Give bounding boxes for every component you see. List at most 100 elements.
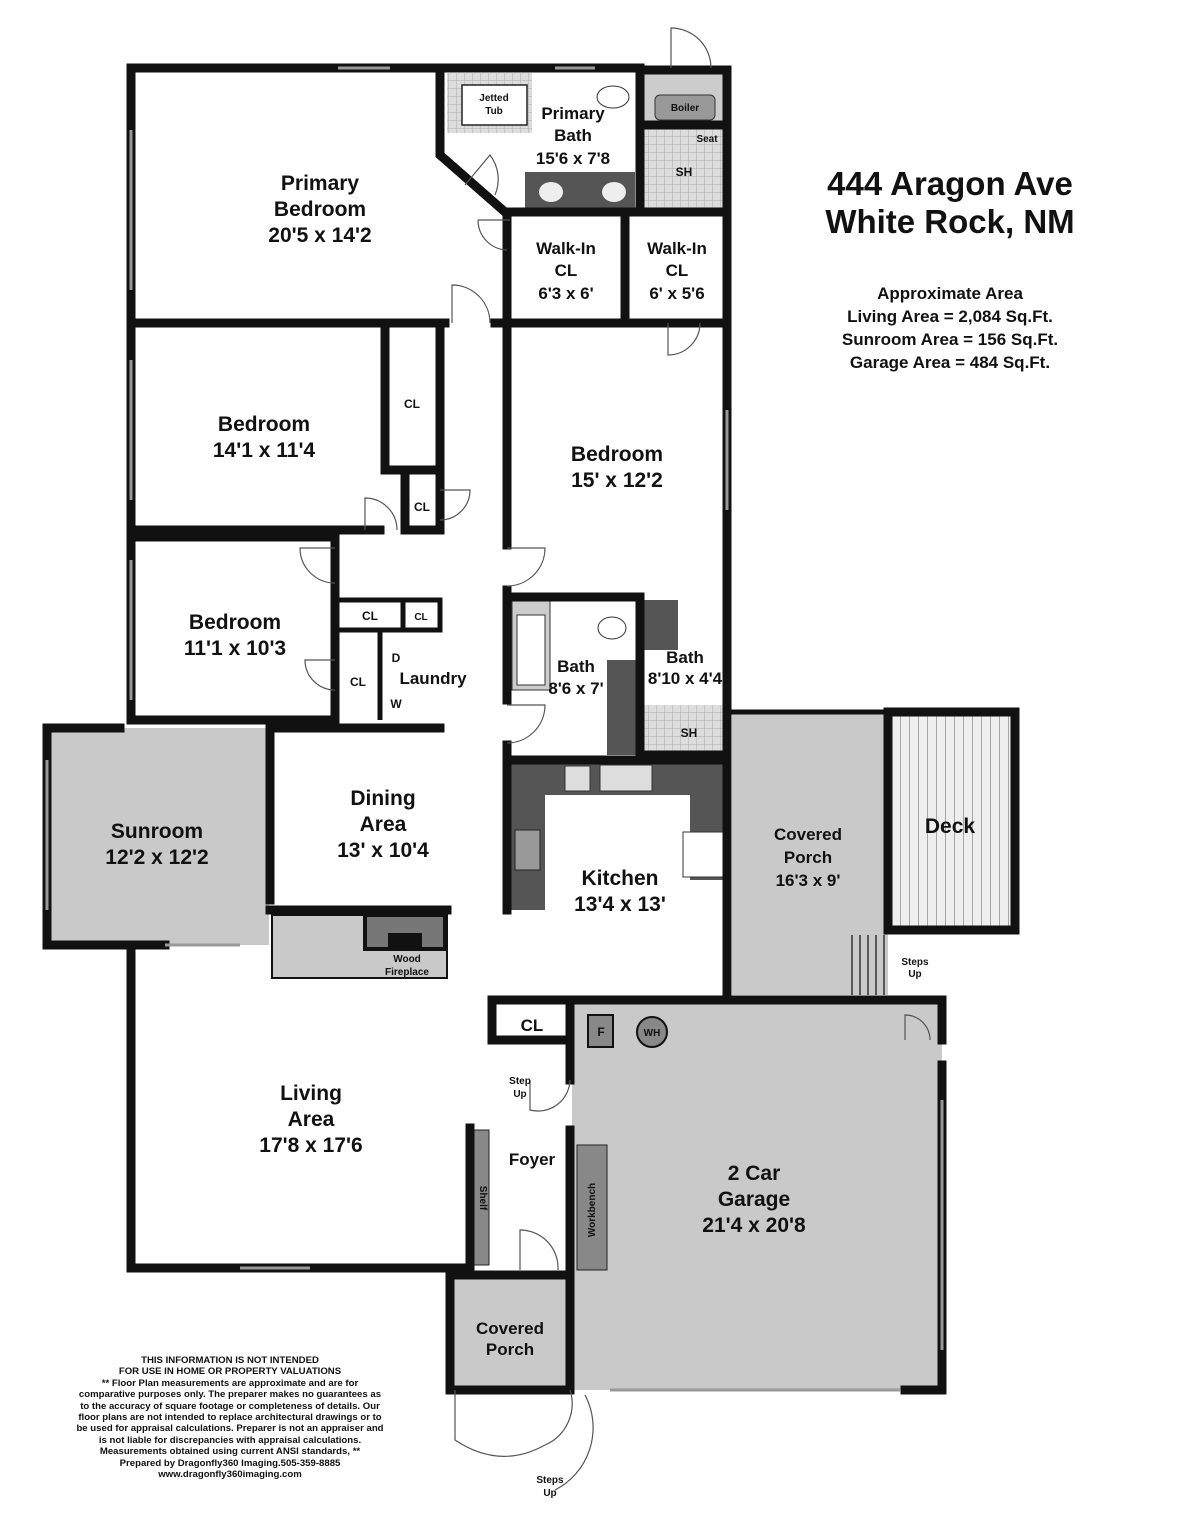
steps bbox=[851, 935, 885, 995]
garage-label: Garage bbox=[718, 1188, 790, 1211]
living-area-label: Living bbox=[280, 1082, 342, 1105]
disclaimer-line: THIS INFORMATION IS NOT INTENDED bbox=[141, 1355, 319, 1366]
water-heater bbox=[636, 1016, 668, 1048]
boiler bbox=[654, 94, 716, 121]
kitchen-sink bbox=[599, 764, 653, 792]
seat-label: Seat bbox=[696, 134, 718, 145]
toilet-icon bbox=[597, 616, 627, 640]
fireplace-label: Fireplace bbox=[385, 967, 429, 978]
sunroom-dims: 12'2 x 12'2 bbox=[105, 846, 208, 869]
disclaimer-line: www.dragonfly360imaging.com bbox=[158, 1469, 302, 1481]
address-line-2: White Rock, NM bbox=[825, 203, 1075, 240]
bath2-vanity bbox=[643, 600, 678, 650]
primary-bedroom-label: Primary bbox=[281, 172, 360, 195]
primary-bath-label: Primary bbox=[541, 104, 605, 123]
toilet-icon bbox=[596, 85, 630, 109]
walkin-closet-label: Walk-In bbox=[536, 239, 596, 258]
sunroom-label: Sunroom bbox=[111, 820, 203, 843]
bedroom-dims: 11'1 x 10'3 bbox=[184, 637, 286, 660]
garage-floor bbox=[572, 1000, 942, 1390]
jetted-tub bbox=[461, 84, 528, 126]
bath-label: Bath bbox=[557, 657, 595, 676]
steps-up-label: Steps bbox=[536, 1475, 564, 1486]
sink-icon bbox=[539, 182, 563, 202]
bath-vanity bbox=[607, 660, 637, 755]
walkin-closet-label: CL bbox=[666, 261, 689, 280]
fireplace-label: Wood bbox=[393, 954, 421, 965]
walkin-closet-dims: 6' x 5'6 bbox=[649, 284, 704, 303]
primary-bath-label: Bath bbox=[554, 126, 592, 145]
refrigerator-icon bbox=[682, 831, 726, 878]
dining-dims: 13' x 10'4 bbox=[337, 839, 429, 862]
covered-porch-label: Covered bbox=[774, 825, 842, 844]
sunroom-floor bbox=[47, 728, 269, 945]
closet-label: CL bbox=[521, 1016, 544, 1035]
walkin-closet-label: CL bbox=[555, 261, 578, 280]
bedroom-dims: 14'1 x 11'4 bbox=[213, 439, 316, 462]
primary-bath-dims: 15'6 x 7'8 bbox=[536, 149, 610, 168]
disclaimer-line: Prepared by Dragonfly360 Imaging.505-359… bbox=[119, 1457, 341, 1469]
disclaimer-line: Measurements obtained using current ANSI… bbox=[99, 1446, 361, 1458]
primary-bedroom-label: Bedroom bbox=[274, 198, 366, 221]
step-up-label: Up bbox=[513, 1089, 526, 1100]
living-area-dims: 17'8 x 17'6 bbox=[259, 1134, 362, 1157]
furnace bbox=[587, 1014, 614, 1048]
boiler-label: Boiler bbox=[671, 103, 699, 114]
deck-floor bbox=[888, 710, 1015, 930]
covered-porch-label: Porch bbox=[784, 848, 832, 867]
bathtub-basin bbox=[516, 614, 546, 686]
address-line-1: 444 Aragon Ave bbox=[827, 165, 1073, 202]
garage-area-sqft: Garage Area = 484 Sq.Ft. bbox=[849, 353, 1051, 372]
steps-up-label: Up bbox=[543, 1488, 556, 1499]
walls bbox=[42, 63, 1020, 1395]
foyer-label: Foyer bbox=[509, 1150, 556, 1169]
area-summary: Approximate Area Living Area = 2,084 Sq.… bbox=[800, 282, 1100, 374]
bath-dims: 8'10 x 4'4 bbox=[648, 669, 723, 688]
disclaimer-line: comparative purposes only. The preparer … bbox=[78, 1389, 382, 1401]
garage-dims: 21'4 x 20'8 bbox=[702, 1214, 806, 1237]
disclaimer-line: to the accuracy of square footage or com… bbox=[80, 1400, 380, 1412]
property-address: 444 Aragon Ave White Rock, NM bbox=[800, 165, 1100, 241]
fireplace-firebox bbox=[388, 933, 422, 947]
sunroom-area-sqft: Sunroom Area = 156 Sq.Ft. bbox=[841, 330, 1059, 349]
covered-porch-label: Covered bbox=[476, 1319, 544, 1338]
sink-icon bbox=[602, 182, 626, 202]
dryer-label: D bbox=[392, 651, 401, 665]
laundry-label: Laundry bbox=[399, 669, 467, 688]
stove-icon bbox=[514, 829, 541, 871]
step-up-label: Step bbox=[509, 1076, 531, 1087]
bedroom-label: Bedroom bbox=[571, 443, 663, 466]
deck-label: Deck bbox=[925, 815, 976, 838]
water-heater-label: WH bbox=[644, 1028, 661, 1039]
covered-porch-back-floor bbox=[732, 712, 888, 995]
disclaimer-line: be used for appraisal calculations. Prep… bbox=[76, 1423, 384, 1435]
room-labels: Primary Bedroom 20'5 x 14'2 Primary Bath… bbox=[105, 93, 975, 1499]
disclaimer-line: is not liable for discrepancies with app… bbox=[98, 1434, 362, 1446]
walkin-closet-dims: 6'3 x 6' bbox=[538, 284, 593, 303]
kitchen-label: Kitchen bbox=[581, 867, 658, 890]
living-area-label: Area bbox=[288, 1108, 335, 1131]
jetted-tub-label: Jetted bbox=[479, 93, 508, 104]
closet-label: CL bbox=[362, 609, 378, 623]
closet-label: CL bbox=[350, 675, 366, 689]
closet-label: CL bbox=[414, 612, 427, 623]
shower-label: SH bbox=[676, 165, 693, 179]
steps-up-label: Steps bbox=[901, 957, 929, 968]
area-heading: Approximate Area bbox=[877, 284, 1023, 303]
dining-label: Dining bbox=[350, 787, 415, 810]
closet-label: CL bbox=[404, 397, 420, 411]
bath-dims: 8'6 x 7' bbox=[548, 679, 603, 698]
shower-primary bbox=[640, 125, 727, 210]
dishwasher-icon bbox=[564, 765, 591, 792]
furnace-label: F bbox=[597, 1025, 604, 1039]
bath-label: Bath bbox=[666, 648, 704, 667]
disclaimer-line: FOR USE IN HOME OR PROPERTY VALUATIONS bbox=[118, 1366, 342, 1378]
bedroom-label: Bedroom bbox=[218, 413, 310, 436]
workbench bbox=[576, 1144, 608, 1271]
covered-porch-label: Porch bbox=[486, 1340, 534, 1359]
closet-label: CL bbox=[414, 500, 430, 514]
doors bbox=[299, 27, 931, 1491]
covered-porch-dims: 16'3 x 9' bbox=[776, 871, 841, 890]
bedroom-label: Bedroom bbox=[189, 611, 281, 634]
